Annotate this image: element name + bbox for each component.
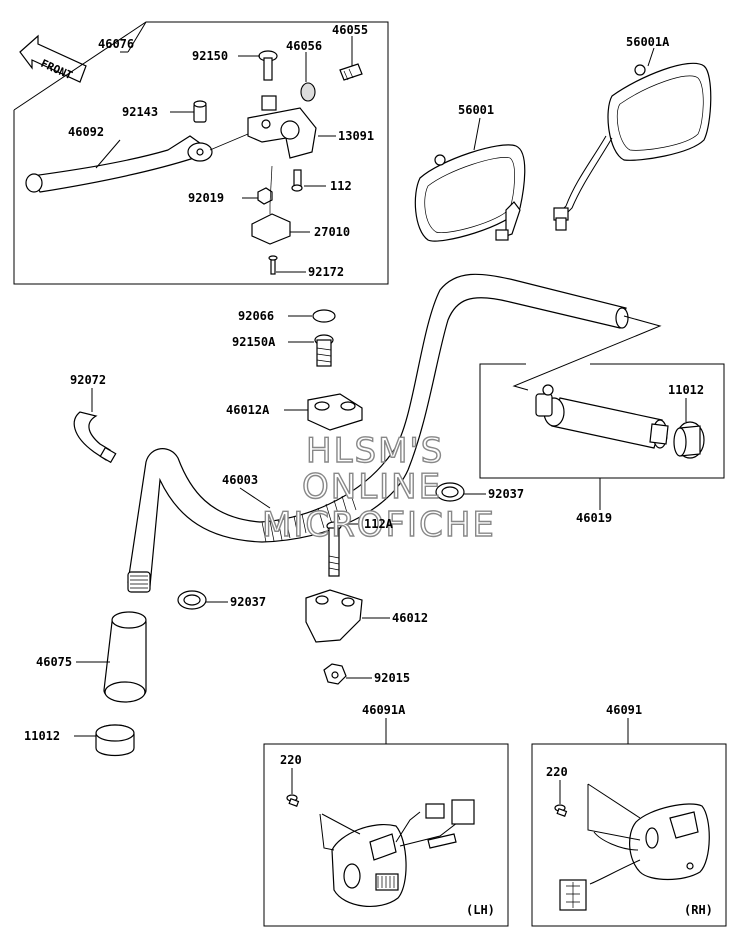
callout-46076: 46076 bbox=[98, 37, 134, 51]
pivot-collar bbox=[193, 100, 207, 123]
throttle-grip-box bbox=[479, 363, 725, 479]
front-arrow-icon: FRONT bbox=[19, 34, 87, 83]
switch-box-lh bbox=[263, 743, 509, 927]
clutch-lever bbox=[25, 135, 213, 193]
lower-clamp bbox=[305, 589, 363, 643]
callout-92172: 92172 bbox=[308, 265, 344, 279]
side-label-rh: (RH) bbox=[684, 903, 713, 917]
callout-46056: 46056 bbox=[286, 39, 322, 53]
knurl-pattern bbox=[261, 491, 357, 543]
callout-92072: 92072 bbox=[70, 373, 106, 387]
handlebar bbox=[127, 273, 629, 593]
callout-92015: 92015 bbox=[374, 671, 410, 685]
watermark: HLSM'S ONLINE MICROFICHE bbox=[261, 430, 496, 545]
hose-clamp-right bbox=[435, 482, 465, 502]
switch-screw-lh bbox=[286, 794, 300, 807]
mirror-right bbox=[553, 62, 712, 231]
callout-46075: 46075 bbox=[36, 655, 72, 669]
lever-bracket bbox=[209, 95, 317, 159]
lock-nut bbox=[257, 187, 273, 205]
left-grip bbox=[103, 611, 147, 703]
callout-92037-left: 92037 bbox=[230, 595, 266, 609]
callout-46091: 46091 bbox=[606, 703, 642, 717]
callout-112A: 112A bbox=[364, 517, 394, 531]
clamp-bolt-upper bbox=[314, 334, 334, 367]
clamp-nut bbox=[323, 663, 347, 685]
callout-220-lh: 220 bbox=[280, 753, 302, 767]
upper-clamp bbox=[307, 393, 363, 431]
callout-46012A: 46012A bbox=[226, 403, 270, 417]
callout-46055: 46055 bbox=[332, 23, 368, 37]
watermark-line-1: HLSM'S bbox=[306, 431, 444, 471]
cap-washer bbox=[312, 309, 336, 323]
cable-band bbox=[73, 411, 117, 464]
hose-clamp-left bbox=[177, 590, 207, 610]
grip-box-leader bbox=[512, 315, 662, 391]
callout-92150: 92150 bbox=[192, 49, 228, 63]
pivot-bolt bbox=[258, 50, 278, 81]
callout-220-rh: 220 bbox=[546, 765, 568, 779]
leader-lines bbox=[74, 36, 655, 851]
watermark-line-3: MICROFICHE bbox=[262, 505, 496, 545]
callout-92150A: 92150A bbox=[232, 335, 276, 349]
callout-46003: 46003 bbox=[222, 473, 258, 487]
adjust-screw bbox=[339, 63, 363, 81]
callout-92019: 92019 bbox=[188, 191, 224, 205]
mirror-left bbox=[414, 144, 526, 242]
clamp-bolt bbox=[291, 169, 303, 192]
callout-92037-right: 92037 bbox=[488, 487, 524, 501]
callout-27010: 27010 bbox=[314, 225, 350, 239]
watermark-line-2: ONLINE bbox=[302, 467, 442, 507]
mirror-washer bbox=[300, 82, 316, 102]
switch-box-rh bbox=[531, 743, 727, 927]
callout-92066: 92066 bbox=[238, 309, 274, 323]
callout-13091: 13091 bbox=[338, 129, 374, 143]
callout-56001A: 56001A bbox=[626, 35, 670, 49]
side-label-lh: (LH) bbox=[466, 903, 495, 917]
lower-clamp-bolt bbox=[326, 521, 342, 577]
callout-46012: 46012 bbox=[392, 611, 428, 625]
callout-56001: 56001 bbox=[458, 103, 494, 117]
callout-46091A: 46091A bbox=[362, 703, 406, 717]
callout-46092: 46092 bbox=[68, 125, 104, 139]
callout-92143: 92143 bbox=[122, 105, 158, 119]
lever-assembly-box bbox=[13, 21, 389, 285]
callout-46019: 46019 bbox=[576, 511, 612, 525]
switch-screw-rh bbox=[554, 804, 568, 817]
callout-112: 112 bbox=[330, 179, 352, 193]
callout-11012-bottom: 11012 bbox=[24, 729, 60, 743]
callout-labels: 46076 92150 46056 46055 92143 46092 1309… bbox=[24, 23, 713, 917]
callout-11012-top: 11012 bbox=[668, 383, 704, 397]
clutch-switch bbox=[251, 165, 291, 245]
left-end-cap bbox=[95, 724, 135, 757]
switch-screw bbox=[268, 255, 278, 275]
